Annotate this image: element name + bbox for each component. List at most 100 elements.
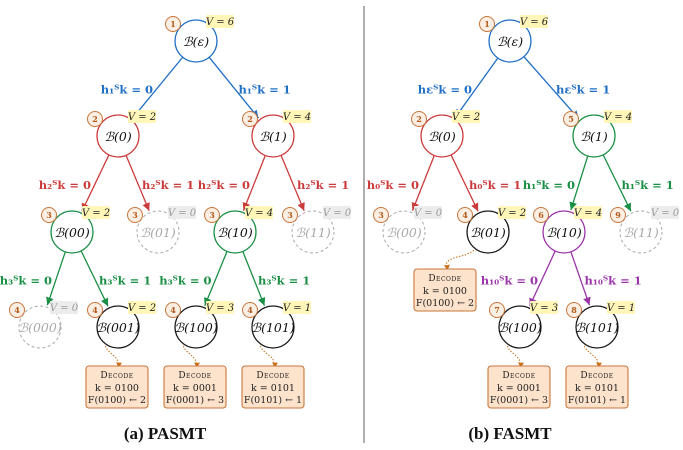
visit-order: 4: [462, 210, 468, 220]
node-circle: [420, 114, 464, 158]
edge-arrow: [450, 154, 479, 212]
value-text: V = 4: [604, 112, 632, 123]
edge-arrow: [523, 56, 580, 120]
tree-edge: h₂ᵀk = 0: [198, 155, 266, 211]
node-circle: [96, 305, 140, 349]
decode-title: Decode: [502, 371, 535, 381]
node-circle: [213, 210, 257, 254]
edge-label: h₃ᵀk = 1: [99, 274, 151, 288]
visit-order-badge: 1: [479, 16, 495, 32]
tree-edge: h₂ᵀk = 1: [280, 155, 349, 212]
node-label: ℬ(ε): [497, 34, 523, 49]
node-circle: [619, 210, 663, 254]
edge-label: h₁ᵀk = 0: [101, 83, 153, 97]
value-text: V = 6: [206, 17, 235, 28]
value-label: V = 0: [50, 301, 79, 314]
edge-arrow: [132, 56, 184, 119]
node-label: ℬ(1): [580, 129, 608, 144]
panel-a-caption: (a) PASMT: [124, 424, 207, 443]
node-circle: [251, 114, 295, 158]
node-label: ℬ(000): [18, 320, 62, 335]
value-text: V = 4: [245, 208, 273, 219]
tree-edge: h₃ᵀk = 0: [0, 251, 66, 306]
decode-assignment: F(0100) ← 2: [88, 395, 146, 406]
value-label: V = 0: [414, 206, 443, 219]
visit-order: 4: [247, 305, 253, 315]
edge-label: h₃ᵀk = 0: [159, 274, 211, 288]
visit-order-badge: 1: [165, 16, 181, 32]
tree-edge: h₃ᵀk = 0: [159, 251, 228, 306]
visit-order: 3: [46, 210, 52, 220]
decode-link: [104, 342, 122, 368]
visit-order: 3: [132, 210, 138, 220]
decode-assignment: F(0101) ← 1: [568, 395, 626, 406]
node-label: ℬ(ε): [183, 34, 209, 49]
visit-order-badge: 4: [87, 302, 103, 318]
edge-label: h₀ᵀk = 0: [367, 178, 419, 192]
node-circle: [174, 305, 218, 349]
decode-assignment: F(0001) ← 3: [166, 395, 224, 406]
node-label: ℬ(01): [470, 225, 506, 240]
value-label: V = 4: [574, 206, 602, 219]
edge-arrow: [242, 251, 266, 306]
node-circle: [575, 305, 619, 349]
node-label: ℬ(00): [54, 225, 90, 240]
value-label: V = 0: [323, 206, 352, 219]
node-circle: [488, 19, 532, 63]
edge-arrow: [204, 251, 228, 306]
edge-label: h₁ᵀk = 1: [622, 178, 674, 192]
panel-b-caption: (b) FASMT: [468, 424, 552, 443]
node-circle: [382, 210, 426, 254]
value-text: V = 0: [323, 208, 352, 219]
edge-label: h₁₀ᵀk = 1: [585, 274, 642, 288]
visit-order-badge: 4: [457, 207, 473, 223]
tree-node: ℬ(ε) 1 V = 6: [165, 15, 235, 63]
value-label: V = 4: [283, 110, 311, 123]
node-label: ℬ(11): [623, 225, 659, 240]
decode-key: k = 0100: [95, 383, 139, 394]
edge-arrow: [529, 250, 556, 307]
decode-assignment: F(0100) ← 2: [416, 298, 474, 309]
decode-key: k = 0100: [423, 286, 467, 297]
visit-order-badge: 3: [41, 207, 57, 223]
node-label: ℬ(100): [498, 320, 542, 335]
edge-label: h₂ᵀk = 1: [297, 178, 349, 192]
node-circle: [174, 19, 218, 63]
tree-edge: hεᵀk = 0: [418, 57, 499, 118]
value-label: V = 6: [520, 15, 549, 28]
node-label: ℬ(101): [575, 320, 619, 335]
visit-order-badge: 9: [610, 207, 626, 223]
tree-edge: h₀ᵀk = 0: [367, 155, 435, 211]
node-label: ℬ(100): [174, 320, 218, 335]
decode-assignment: F(0101) ← 1: [244, 395, 302, 406]
value-label: V = 1: [283, 301, 311, 314]
value-text: V = 4: [283, 112, 311, 123]
node-circle: [291, 210, 335, 254]
visit-order: 1: [484, 19, 490, 29]
node-circle: [251, 305, 295, 349]
tree-edge: h₁ᵀk = 1: [602, 154, 674, 212]
node-label: ℬ(001): [96, 320, 140, 335]
tree-node: ℬ(ε) 1 V = 6: [479, 15, 549, 63]
visit-order-badge: 3: [204, 207, 220, 223]
visit-order: 1: [170, 19, 176, 29]
visit-order-badge: 3: [282, 207, 298, 223]
visit-order: 5: [568, 114, 574, 124]
decode-key: k = 0101: [251, 383, 295, 394]
tree-edge: h₁ᵀk = 1: [208, 56, 291, 119]
visit-order: 6: [538, 210, 544, 220]
value-label: V = 2: [128, 301, 156, 314]
tree-edge: h₂ᵀk = 0: [39, 154, 110, 212]
edge-arrow: [570, 251, 591, 306]
edge-arrow: [81, 154, 110, 212]
